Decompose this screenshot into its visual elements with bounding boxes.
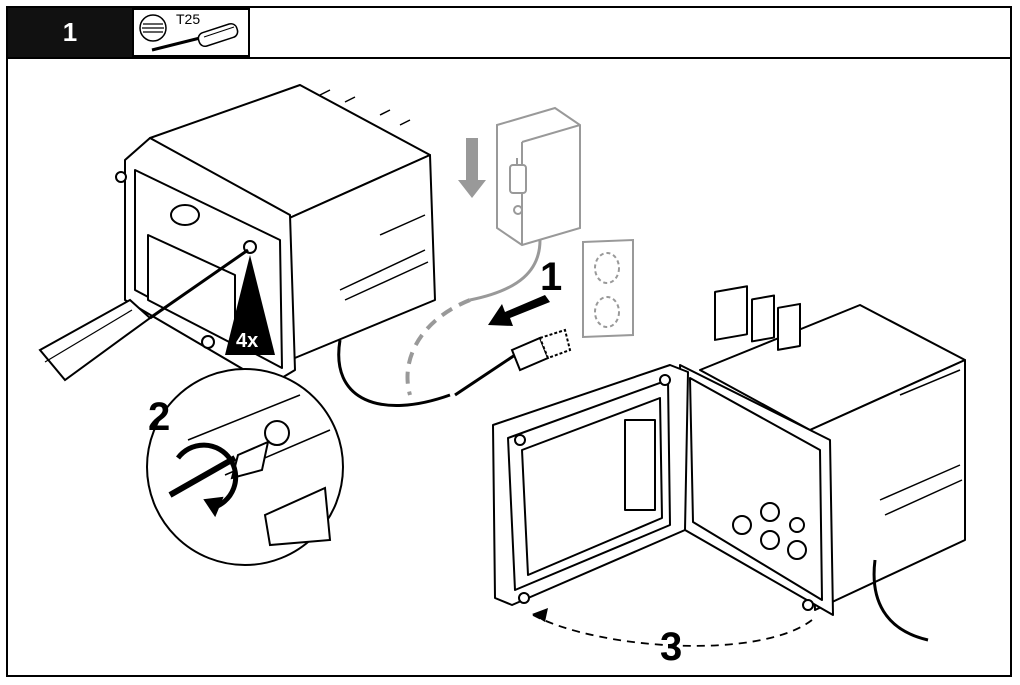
door-swing-arc bbox=[532, 614, 813, 647]
torx-screwdriver-icon bbox=[139, 14, 239, 52]
switch-cable bbox=[469, 239, 542, 302]
step-number-badge: 1 bbox=[8, 8, 132, 57]
controller-open bbox=[492, 285, 966, 642]
step-open-label: 3 bbox=[660, 625, 682, 669]
quantity-label: 4x bbox=[236, 330, 258, 352]
figure-frame bbox=[6, 6, 1012, 677]
magnified-detail bbox=[146, 368, 344, 566]
hidden-cable bbox=[405, 298, 471, 396]
controller-closed bbox=[115, 84, 451, 408]
swing-arrow-icon bbox=[532, 608, 548, 622]
down-arrow-icon bbox=[458, 138, 486, 198]
step-unplug-label: 1 bbox=[540, 255, 562, 299]
left-arrow-icon bbox=[488, 295, 550, 326]
screwdriver-tool bbox=[38, 248, 249, 382]
power-switch bbox=[496, 106, 581, 247]
tool-size-label: T25 bbox=[176, 11, 201, 27]
quantity-callout: 4x bbox=[225, 255, 275, 355]
step-loosen-label: 2 bbox=[148, 395, 170, 439]
power-plug bbox=[454, 328, 572, 397]
header-divider bbox=[8, 57, 1010, 59]
tool-requirement-box: T25 bbox=[132, 8, 250, 57]
wall-outlet bbox=[582, 238, 634, 339]
